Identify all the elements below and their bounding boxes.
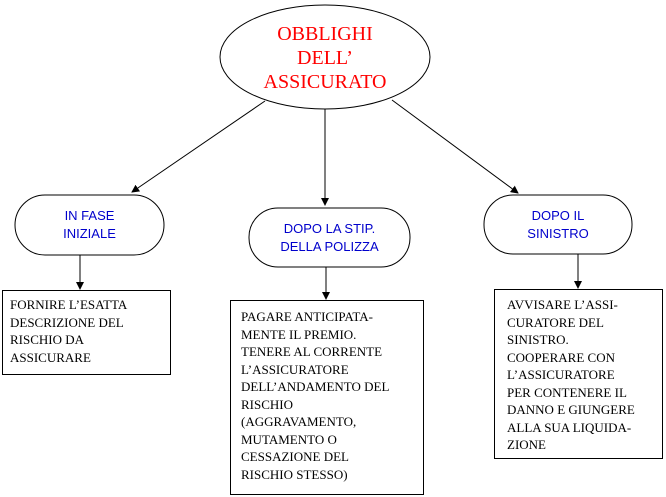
detail-box-3: AVVISARE L’ASSI- CURATORE DEL SINISTRO. … xyxy=(494,289,663,459)
detail-box-2: PAGARE ANTICIPATA- MENTE IL PREMIO. TENE… xyxy=(230,300,424,495)
category-label-2: DOPO LA STIP. DELLA POLIZZA xyxy=(280,220,379,254)
arrow-root-to-category-3 xyxy=(391,99,519,194)
category-node-shape-2 xyxy=(248,207,411,268)
detail-box-1: FORNIRE L’ESATTA DESCRIZIONE DEL RISCHIO… xyxy=(2,290,171,375)
category-node-shape-1 xyxy=(14,194,165,256)
category-label-1: IN FASE INIZIALE xyxy=(63,208,116,241)
root-node-label: OBBLIGHI DELL’ ASSICURATO xyxy=(263,23,387,93)
category-node-shape-3 xyxy=(483,194,633,255)
category-label-3: DOPO IL SINISTRO xyxy=(527,207,589,241)
arrow-root-to-category-1 xyxy=(131,100,266,193)
